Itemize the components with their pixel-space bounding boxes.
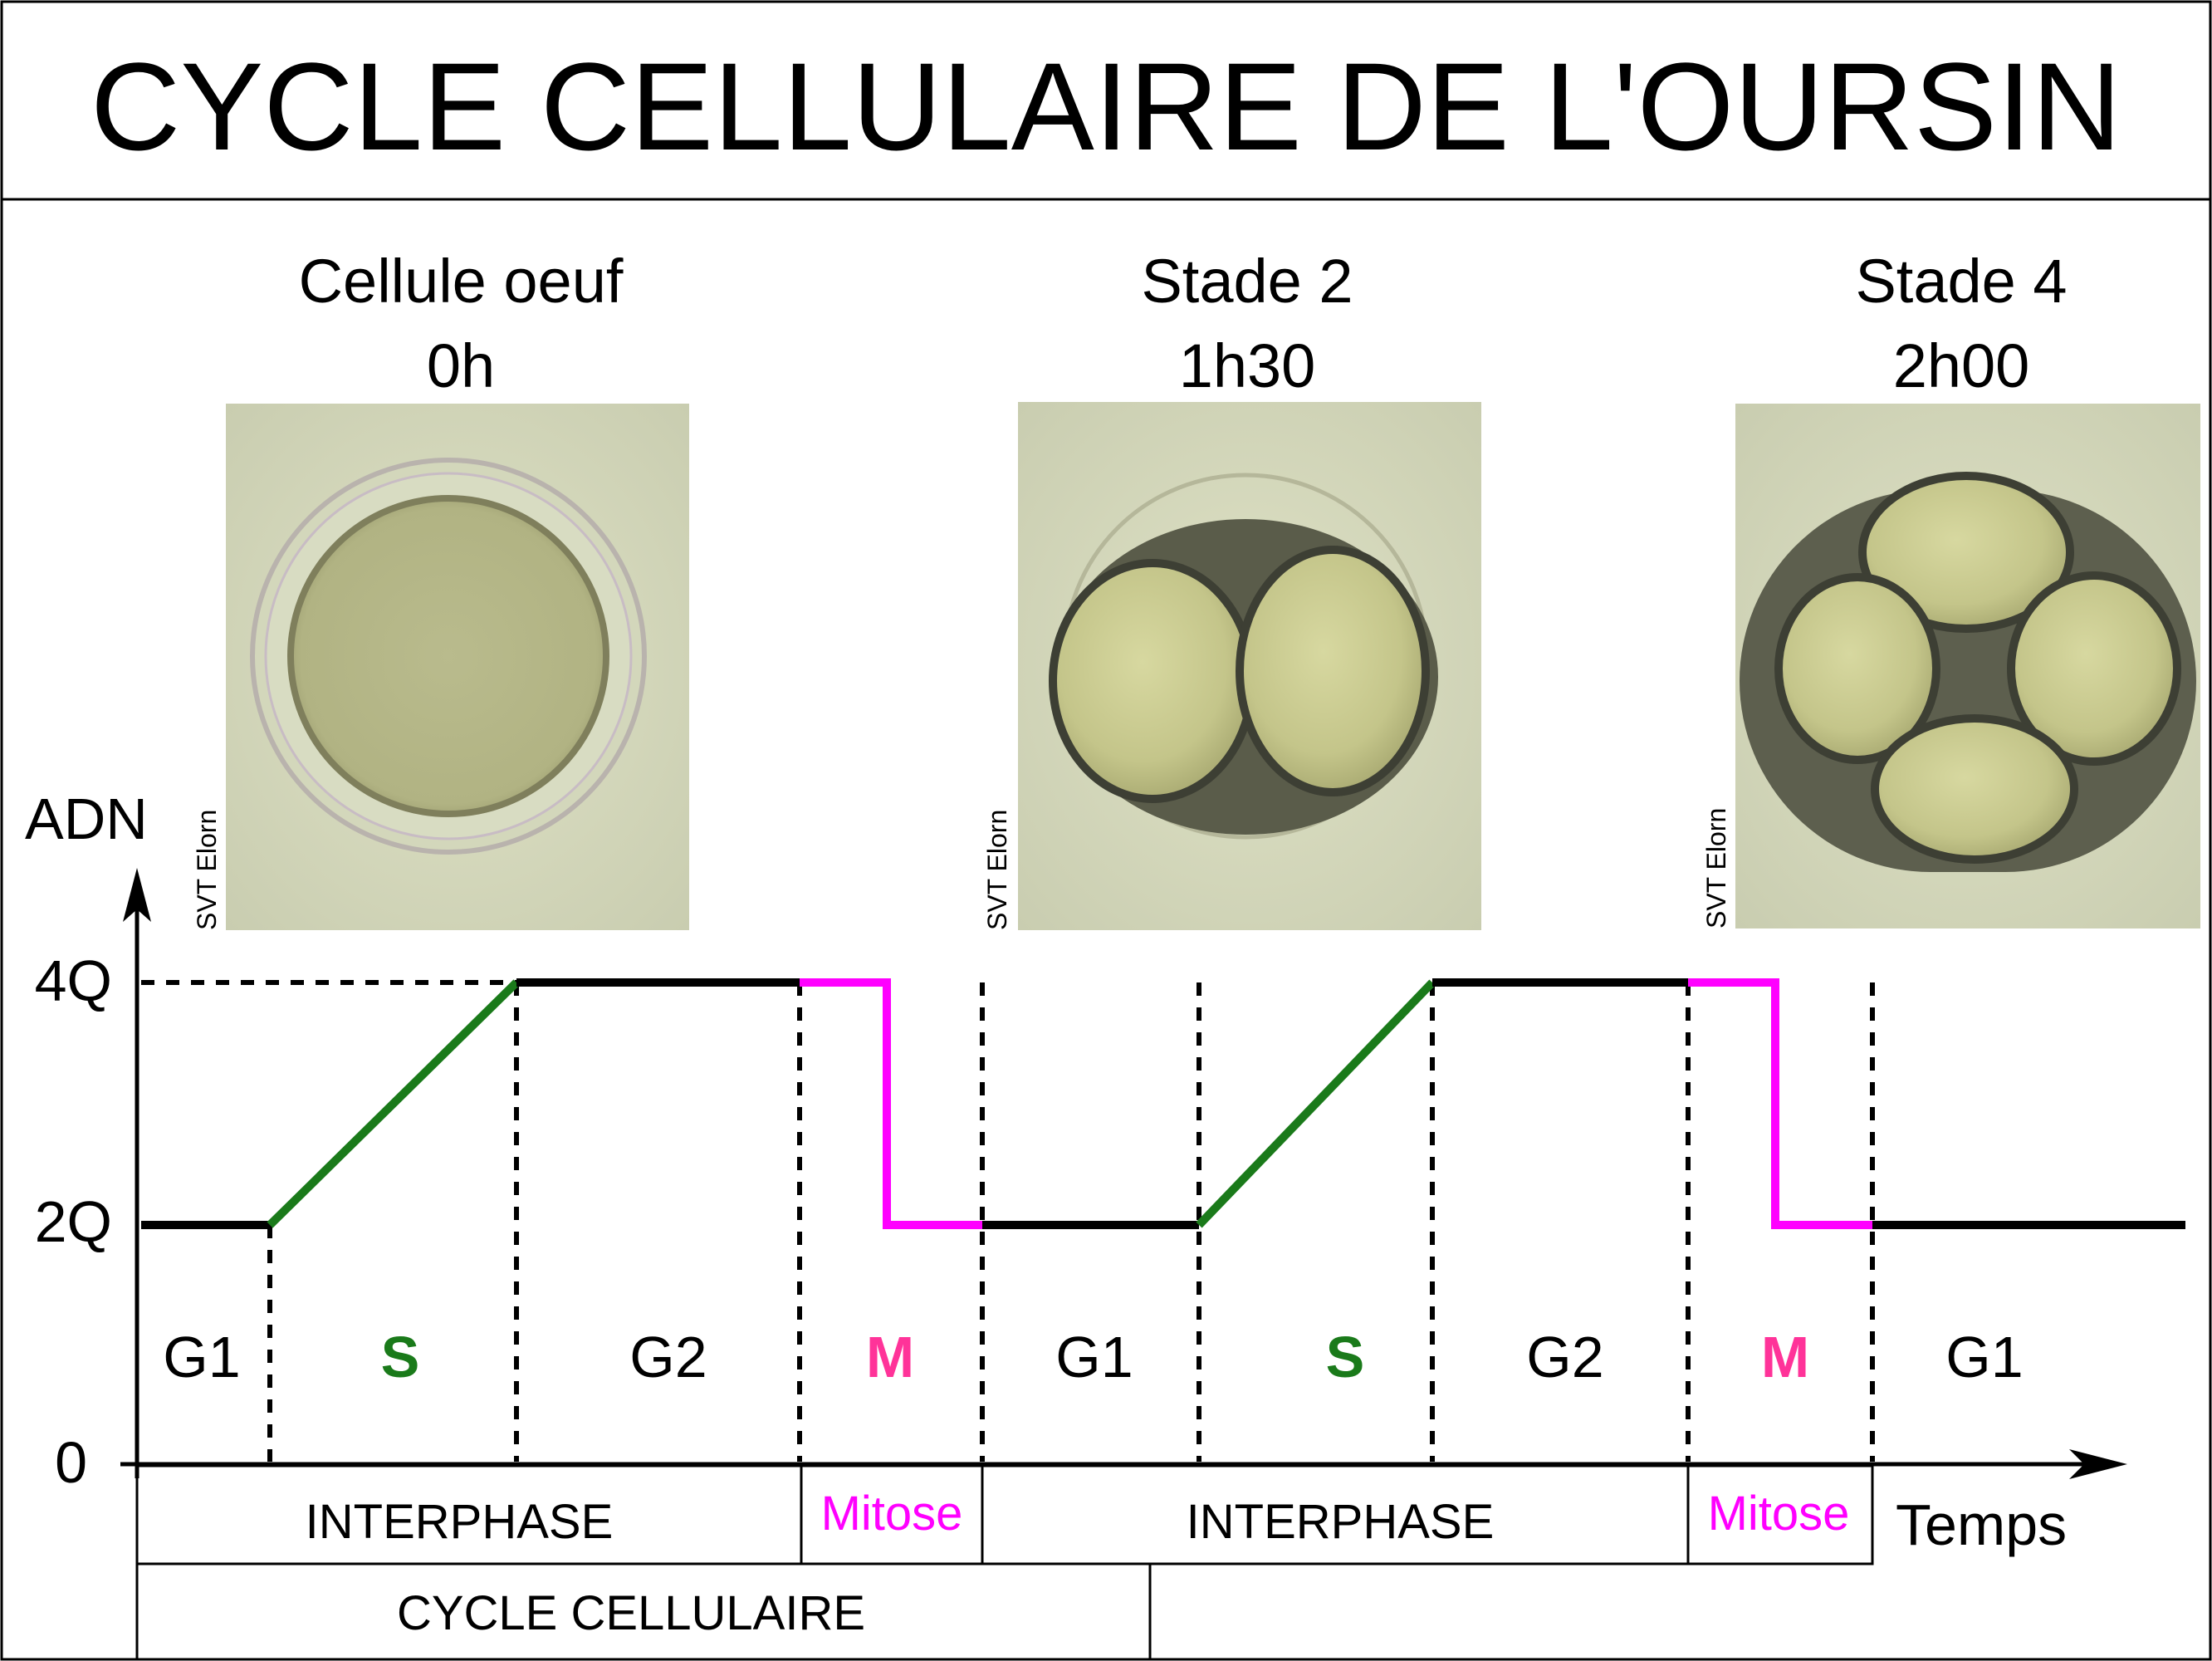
phase-label-s: S bbox=[1326, 1325, 1365, 1389]
s-segment bbox=[1196, 979, 1436, 1228]
photo-credit: SVT Elorn bbox=[1701, 808, 1731, 928]
phase-boundaries bbox=[141, 980, 1875, 1462]
phase-label-g2: G2 bbox=[629, 1325, 707, 1389]
phase-label-m: M bbox=[1761, 1325, 1809, 1389]
y-axis-arrow-icon bbox=[123, 868, 151, 922]
phase-label-s: S bbox=[381, 1325, 420, 1389]
y-tick-label: 4Q bbox=[35, 948, 112, 1013]
m-segment bbox=[1688, 978, 1872, 1229]
page-title: CYCLE CELLULAIRE DE L'OURSIN bbox=[91, 37, 2121, 176]
period-row bbox=[135, 1464, 1874, 1661]
stage-time: 2h00 bbox=[1893, 331, 2030, 400]
dna-quantity-curve bbox=[141, 978, 2185, 1229]
phase-label-g1: G1 bbox=[163, 1325, 240, 1389]
stage-time: 1h30 bbox=[1179, 331, 1316, 400]
egg-micrograph bbox=[226, 404, 689, 930]
cycle-label: CYCLE CELLULAIRE bbox=[397, 1586, 865, 1640]
phase-label-m: M bbox=[866, 1325, 914, 1389]
four-cell-micrograph bbox=[1735, 404, 2200, 928]
period-label-mitose: Mitose bbox=[821, 1487, 963, 1541]
period-label-interphase: INTERPHASE bbox=[1187, 1495, 1495, 1549]
period-label-mitose: Mitose bbox=[1708, 1487, 1850, 1541]
phase-label-g1: G1 bbox=[1055, 1325, 1133, 1389]
phase-label-g2: G2 bbox=[1526, 1325, 1603, 1389]
photo-credit: SVT Elorn bbox=[982, 810, 1012, 930]
s-segment bbox=[267, 979, 520, 1228]
period-label-interphase: INTERPHASE bbox=[306, 1495, 614, 1549]
y-tick-label: 0 bbox=[55, 1430, 87, 1495]
phase-label-g1: G1 bbox=[1945, 1325, 2023, 1389]
two-cell-micrograph bbox=[1018, 402, 1481, 930]
stage-name: Cellule oeuf bbox=[299, 247, 624, 316]
x-axis-arrow-icon bbox=[2069, 1449, 2127, 1479]
stage-time: 0h bbox=[427, 331, 495, 400]
stage-name: Stade 2 bbox=[1141, 247, 1353, 316]
photo-credit: SVT Elorn bbox=[192, 810, 222, 930]
y-tick-label: 2Q bbox=[35, 1189, 112, 1254]
m-segment bbox=[800, 978, 982, 1229]
y-axis-label: ADN bbox=[25, 786, 148, 851]
x-axis-label: Temps bbox=[1896, 1492, 2067, 1557]
stage-name: Stade 4 bbox=[1855, 247, 2067, 316]
